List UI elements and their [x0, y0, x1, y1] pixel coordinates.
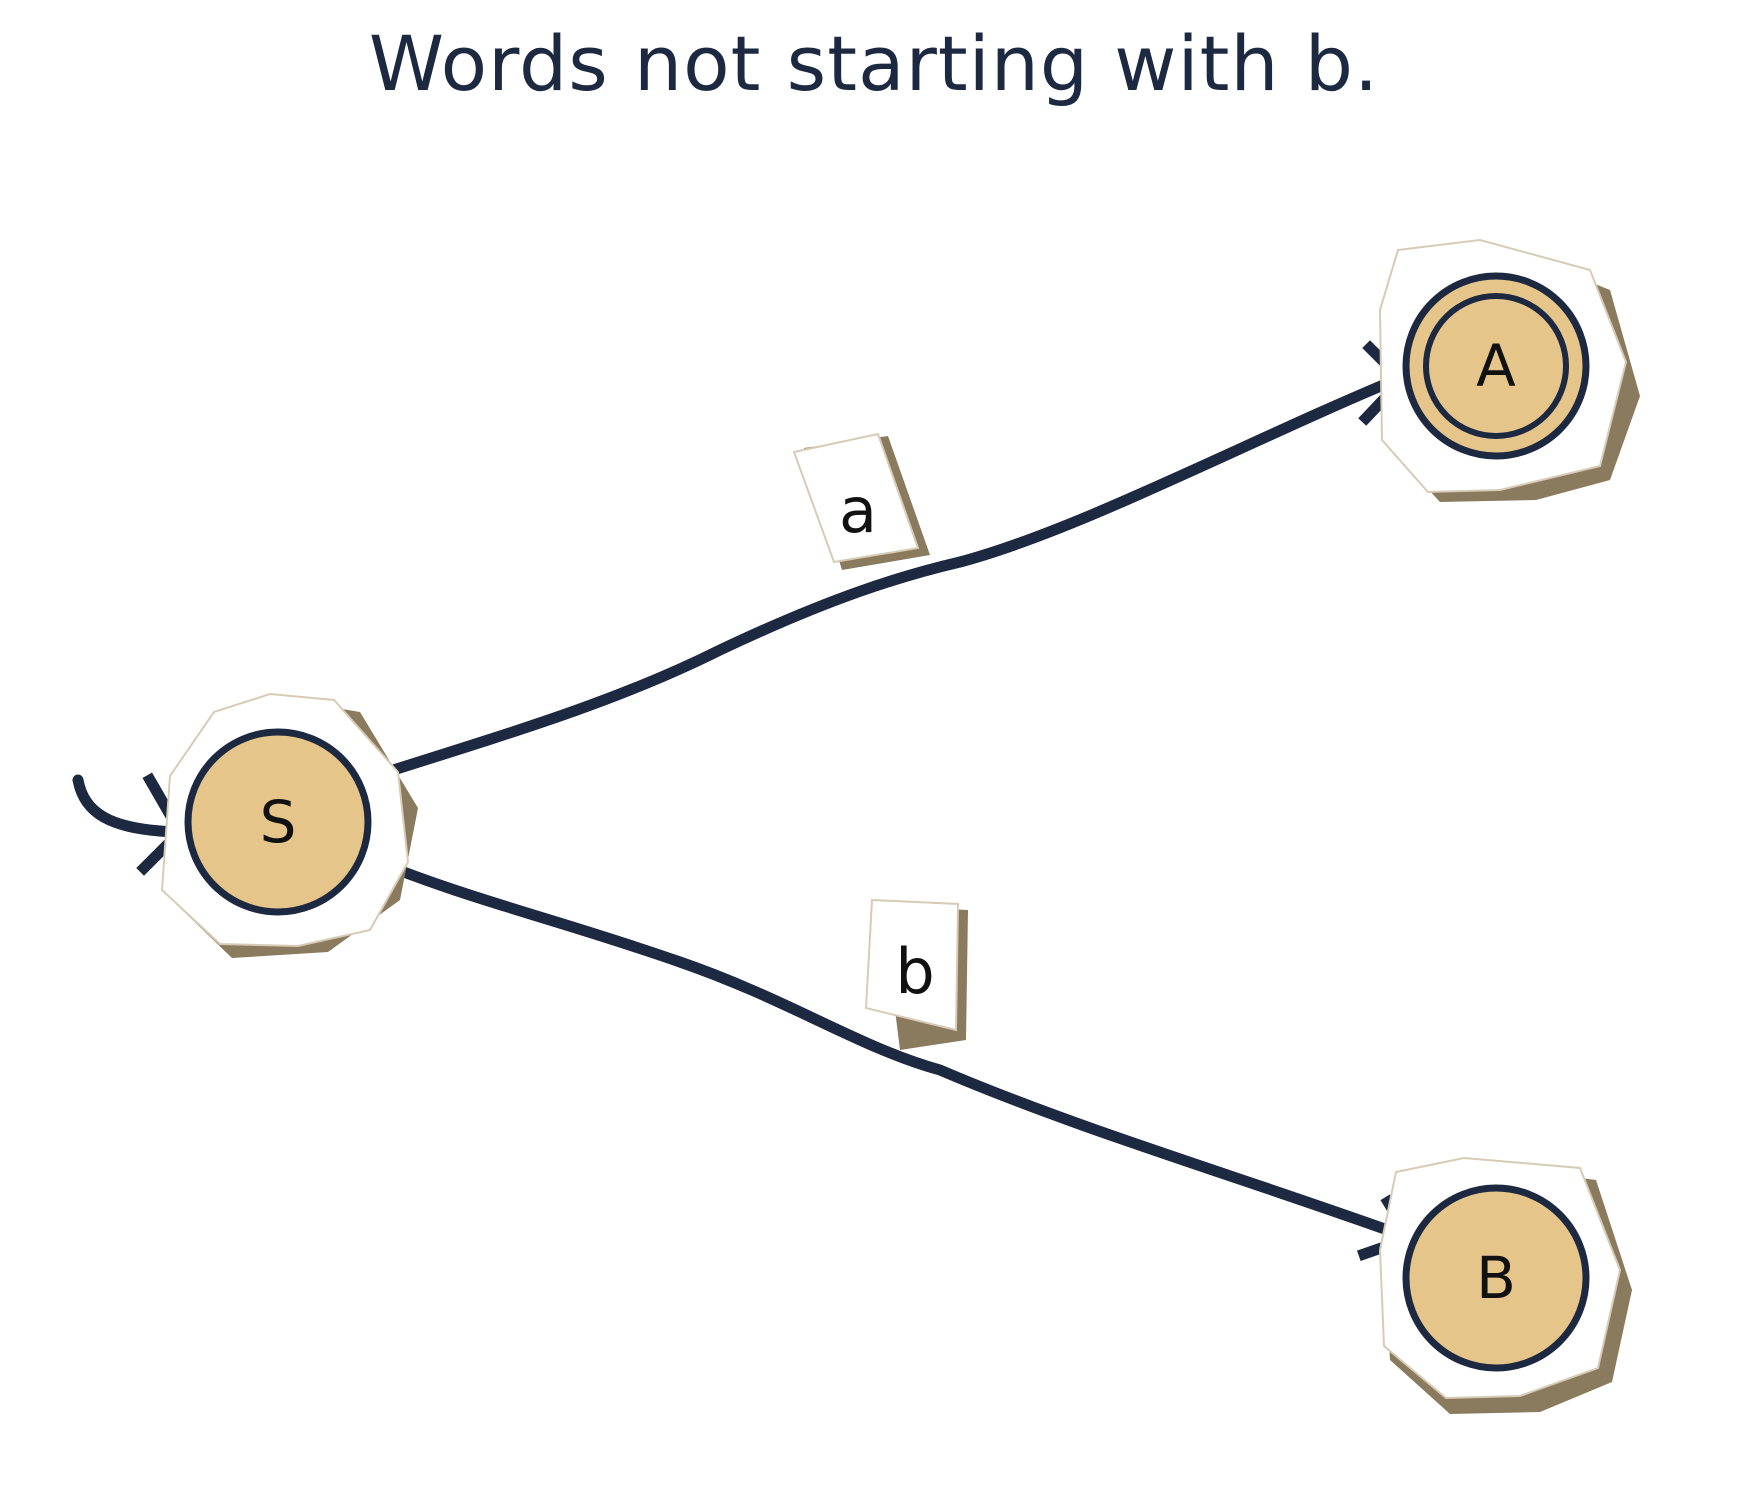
state-a-accepting-ring: [1423, 293, 1569, 439]
state-a-label: A: [1476, 332, 1516, 400]
transition-label-b: b: [864, 898, 968, 1050]
diagram-title: Words not starting with b.: [369, 19, 1379, 108]
initial-state-arrow-line: [72, 774, 184, 838]
state-s-circle: [184, 728, 372, 916]
transition-label-a: a: [792, 432, 930, 570]
transition-s-to-a-line: [362, 372, 1406, 784]
transition-label-b-text: b: [895, 935, 934, 1008]
state-b: B: [1378, 1156, 1632, 1414]
state-a: A: [1378, 238, 1640, 502]
transition-s-to-b-line: [362, 852, 1416, 1244]
state-s: S: [160, 692, 418, 958]
transition-label-a-text: a: [839, 474, 877, 547]
state-b-circle: [1402, 1184, 1590, 1372]
state-a-outer-circle: [1402, 272, 1590, 460]
state-s-label: S: [260, 788, 297, 856]
state-b-label: B: [1476, 1244, 1516, 1312]
